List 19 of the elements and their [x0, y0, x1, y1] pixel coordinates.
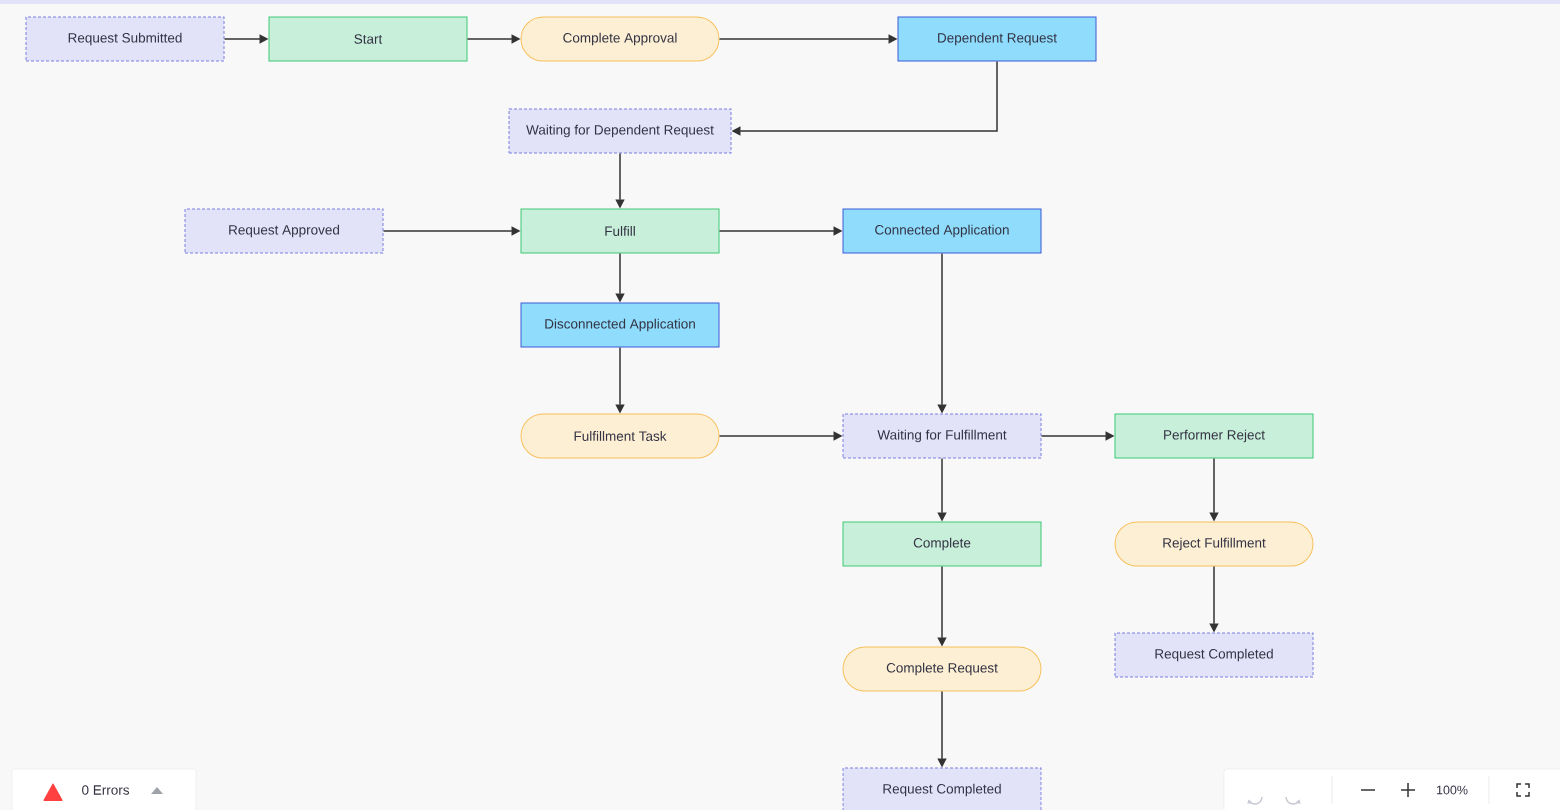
- state-box: Request Approved: [184, 208, 384, 254]
- application-box: Connected Application: [842, 208, 1042, 254]
- state-box: Request Submitted: [25, 16, 225, 62]
- event-pill: Reject Fulfillment: [1114, 521, 1314, 567]
- state-box: Request Completed: [842, 767, 1042, 810]
- application-box: Disconnected Application: [520, 302, 720, 348]
- event-pill: Fulfillment Task: [520, 413, 720, 459]
- zoom-level: 100%: [1437, 785, 1468, 795]
- action-box: Start: [268, 16, 468, 62]
- error-count: 0 Errors: [82, 785, 130, 795]
- action-box: Performer Reject: [1114, 413, 1314, 459]
- application-box: Dependent Request: [897, 16, 1097, 62]
- state-box: Waiting for Dependent Request: [508, 108, 732, 154]
- event-pill: Complete Approval: [520, 16, 720, 62]
- action-box: Complete: [842, 521, 1042, 567]
- event-pill: Complete Request: [842, 646, 1042, 692]
- state-box: Request Completed: [1114, 632, 1314, 678]
- state-box: Waiting for Fulfillment: [842, 413, 1042, 459]
- action-box: Fulfill: [520, 208, 720, 254]
